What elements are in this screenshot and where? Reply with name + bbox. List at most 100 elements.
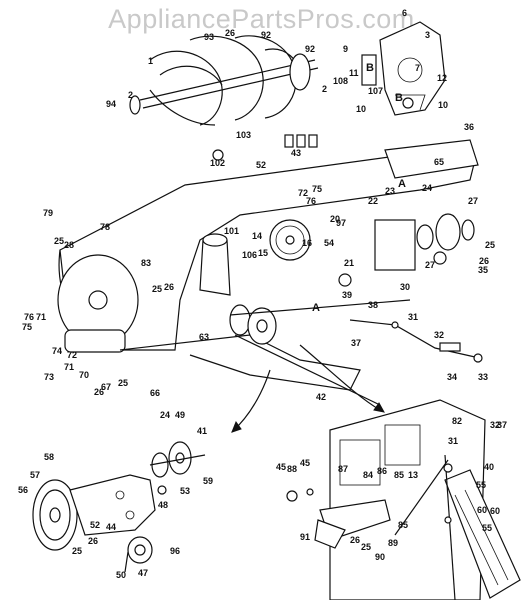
part-label: 78	[100, 222, 111, 232]
part-label: 31	[448, 436, 459, 446]
part-label: 16	[302, 238, 313, 248]
part-label: 96	[170, 546, 181, 556]
discharge-chute	[199, 233, 231, 296]
part-label: 22	[368, 196, 379, 206]
part-label: 66	[150, 388, 161, 398]
part-label: 94	[106, 99, 117, 109]
part-label: 74	[52, 346, 63, 356]
part-label: 43	[291, 148, 302, 158]
part-label: 89	[388, 538, 399, 548]
part-label: 10	[356, 104, 367, 114]
part-label: 85	[394, 470, 405, 480]
control-rod	[349, 319, 483, 363]
part-label: 28	[64, 240, 75, 250]
part-label: 32	[490, 420, 501, 430]
part-label: 76	[306, 196, 317, 206]
part-label: 57	[30, 470, 41, 480]
part-label: 76	[24, 312, 35, 322]
part-label: 25	[54, 236, 65, 246]
part-label: 47	[138, 568, 149, 578]
part-label: 25	[485, 240, 496, 250]
part-label: 55	[482, 523, 493, 533]
part-label: 71	[64, 362, 75, 372]
part-label: 1	[148, 56, 154, 66]
part-label: 9	[343, 44, 349, 54]
section-letter: B	[366, 62, 374, 74]
part-label: 75	[312, 184, 323, 194]
part-label: 83	[141, 258, 152, 268]
belt-pulleys	[229, 299, 411, 406]
part-label: 34	[447, 372, 458, 382]
part-label: 52	[90, 520, 101, 530]
part-label: 55	[476, 480, 487, 490]
part-label: 79	[43, 208, 54, 218]
part-label: 27	[468, 196, 479, 206]
part-label: 45	[276, 462, 287, 472]
part-label: 40	[484, 462, 495, 472]
drive-sprocket	[269, 213, 475, 287]
part-label: 25	[361, 542, 372, 552]
part-label: 36	[464, 122, 475, 132]
part-label: 23	[385, 186, 396, 196]
part-label: 2	[322, 84, 328, 94]
part-label: 14	[252, 231, 263, 241]
part-label: 32	[434, 330, 445, 340]
part-label: 97	[336, 218, 347, 228]
part-label: 53	[180, 486, 191, 496]
part-label: 12	[437, 73, 448, 83]
part-label: 27	[425, 260, 436, 270]
part-label: 101	[224, 226, 240, 236]
part-label: 45	[300, 458, 311, 468]
part-label: 25	[118, 378, 129, 388]
part-label: 108	[333, 76, 349, 86]
part-label: 92	[261, 30, 272, 40]
part-label: 26	[164, 282, 175, 292]
shear-pins	[284, 134, 318, 148]
part-label: 41	[197, 426, 208, 436]
part-label: 65	[434, 157, 445, 167]
part-label: 59	[203, 476, 214, 486]
part-label: 38	[368, 300, 379, 310]
part-label: 50	[116, 570, 127, 580]
part-label: 39	[342, 290, 353, 300]
watermark: AppliancePartsPros.com	[108, 4, 415, 34]
part-label: 26	[94, 387, 105, 397]
part-label: 37	[351, 338, 362, 348]
auger-assembly	[129, 35, 319, 161]
part-label: 48	[158, 500, 169, 510]
part-label: 60	[490, 506, 501, 516]
part-label: 42	[316, 392, 327, 402]
part-label: 30	[400, 282, 411, 292]
part-label: 24	[422, 183, 433, 193]
part-label: 6	[402, 8, 408, 18]
part-label: 49	[175, 410, 186, 420]
detail-arrows	[231, 344, 385, 433]
part-label: 25	[72, 546, 83, 556]
part-label: 26	[225, 28, 236, 38]
part-label: 7	[415, 63, 421, 73]
part-label: 73	[44, 372, 55, 382]
part-label: 2	[128, 90, 134, 100]
part-label: 58	[44, 452, 55, 462]
part-label: 86	[377, 466, 388, 476]
section-letter: B	[395, 92, 403, 104]
part-label: 85	[398, 520, 409, 530]
part-label: 37	[497, 420, 508, 430]
part-label: 31	[408, 312, 419, 322]
part-label: 84	[363, 470, 374, 480]
part-label: 60	[477, 505, 488, 515]
part-label: 82	[452, 416, 463, 426]
part-label: 21	[344, 258, 355, 268]
part-label: 25	[152, 284, 163, 294]
part-label: 13	[408, 470, 419, 480]
part-label: 24	[160, 410, 171, 420]
part-label: 44	[106, 522, 117, 532]
part-label: 70	[79, 370, 90, 380]
part-label: 26	[479, 256, 490, 266]
part-label: 75	[22, 322, 33, 332]
pulley-detail	[32, 441, 206, 573]
part-label: 3	[425, 30, 431, 40]
part-label: 10	[438, 100, 449, 110]
